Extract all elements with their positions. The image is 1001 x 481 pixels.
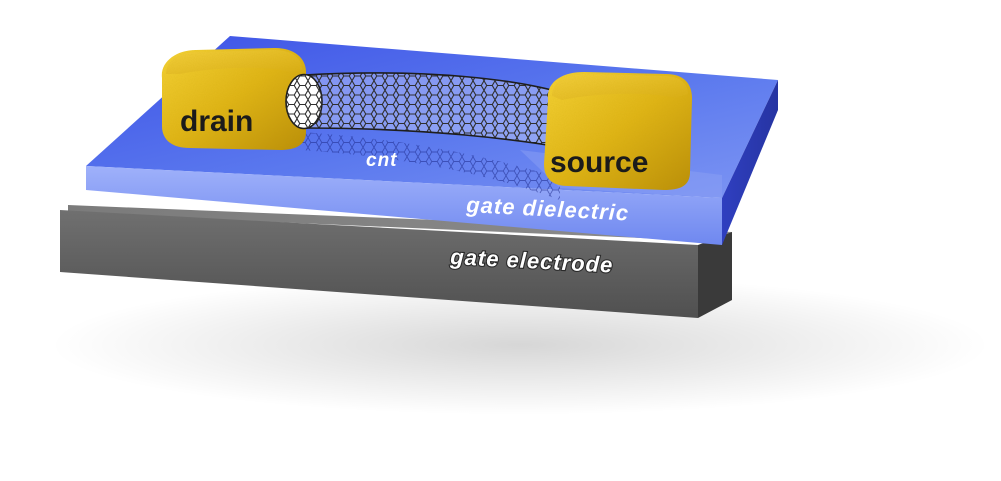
source-label: source (550, 146, 648, 179)
gate-dielectric-side-face (722, 80, 778, 245)
gate-electrode-top-face (68, 205, 732, 242)
drain-pad: drain (161, 48, 306, 150)
gate-electrode-front-face (60, 210, 698, 318)
gate-dielectric-front-face (86, 166, 722, 245)
substrate-shadow (50, 275, 990, 415)
gate-electrode-side-face (698, 232, 732, 318)
cnt-label: cnt (366, 150, 398, 171)
source-pad: source (544, 72, 692, 190)
gate-electrode-slab (60, 205, 732, 318)
drain-label: drain (180, 105, 253, 138)
